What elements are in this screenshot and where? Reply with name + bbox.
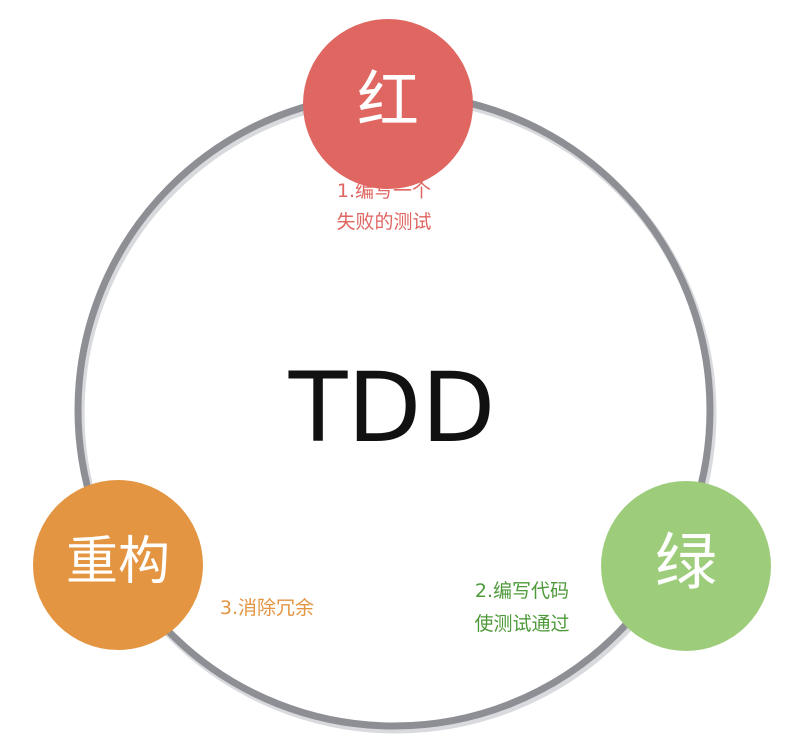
red-node-circle [303,19,473,189]
red-node-label: 红 [357,64,419,137]
green-node-label: 绿 [655,526,717,599]
green-node: 绿 [601,481,771,651]
center-title: TDD [288,352,495,464]
green-node-circle [601,481,771,651]
refactor-node-circle [33,480,203,650]
red-step-line-2: 失败的测试 [336,211,431,233]
refactor-node: 重构 [33,480,203,650]
green-step-line-1: 2.编写代码 [475,580,569,602]
green-step-line-2: 使测试通过 [474,613,569,635]
refactor-node-label: 重构 [66,532,170,592]
red-step-line-1: 1.编写一个 [337,180,431,202]
red-node: 红 [303,19,473,189]
refactor-step-line-1: 3.消除冗余 [220,597,314,619]
